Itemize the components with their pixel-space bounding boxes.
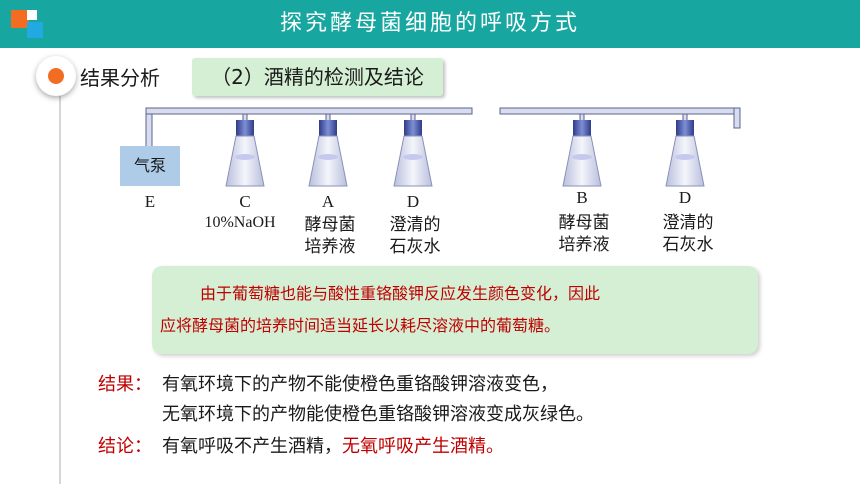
note-line-1: 由于葡萄糖也能与酸性重铬酸钾反应发生颜色变化，因此 — [200, 284, 601, 303]
conclusion-aerobic: 有氧呼吸不产生酒精， — [162, 436, 342, 457]
result-line-1: 有氧环境下的产物不能使橙色重铬酸钾溶液变色， — [162, 374, 558, 395]
section-bullet-dot — [48, 68, 64, 84]
header-bar — [0, 0, 860, 48]
letter-b: B — [576, 188, 588, 207]
result-line-2: 无氧环境下的产物能使橙色重铬酸钾溶液变成灰绿色。 — [162, 404, 594, 425]
logo-square-blue — [27, 22, 43, 38]
caption-b-line2: 培养液 — [558, 235, 610, 255]
flask-d-left — [393, 113, 433, 187]
subtitle-box — [192, 58, 443, 96]
logo-square-white — [27, 10, 37, 20]
caption-a: 酵母菌 培养液 — [270, 214, 390, 258]
letter-d-left: D — [406, 192, 420, 211]
flask-a — [308, 113, 348, 187]
caption-d-right-line2: 石灰水 — [662, 235, 714, 255]
caption-a-line2: 培养液 — [304, 237, 356, 257]
caption-d-right-line1: 澄清的 — [662, 213, 714, 233]
flask-d-right — [665, 113, 705, 187]
note-box — [152, 266, 758, 354]
pipe-right-system — [499, 107, 741, 129]
note-text: 由于葡萄糖也能与酸性重铬酸钾反应发生颜色变化，因此 应将酵母菌的培养时间适当延长… — [160, 278, 750, 342]
letter-d-right: D — [678, 188, 692, 207]
caption-d-left-line2: 石灰水 — [389, 237, 441, 257]
conclusion-label: 结论： — [98, 436, 152, 457]
subtitle: （2）酒精的检测及结论 — [211, 65, 424, 89]
conclusion-anaerobic: 无氧呼吸产生酒精。 — [342, 436, 504, 457]
flask-b — [562, 113, 602, 187]
logo-square-orange — [11, 10, 29, 28]
letter-c: C — [239, 192, 251, 211]
letter-e: E — [144, 192, 156, 211]
naoh-label: 10%NaOH — [204, 214, 276, 231]
caption-d-right: 澄清的 石灰水 — [628, 212, 748, 256]
conclusion-text: 有氧呼吸不产生酒精，无氧呼吸产生酒精。 — [162, 432, 504, 458]
caption-b: 酵母菌 培养液 — [524, 212, 644, 256]
air-pump — [120, 146, 180, 186]
caption-a-line1: 酵母菌 — [304, 215, 356, 235]
pipe-left-system — [145, 107, 473, 149]
caption-d-left: 澄清的 石灰水 — [355, 214, 475, 258]
section-label: 结果分析 — [80, 66, 160, 90]
flask-c — [225, 113, 265, 187]
caption-d-left-line1: 澄清的 — [389, 215, 441, 235]
left-divider — [59, 96, 61, 484]
pump-label: 气泵 — [133, 156, 166, 175]
page-title: 探究酵母菌细胞的呼吸方式 — [279, 11, 580, 36]
note-line-2: 应将酵母菌的培养时间适当延长以耗尽溶液中的葡萄糖。 — [160, 316, 561, 335]
result-label: 结果： — [98, 374, 152, 395]
letter-a: A — [321, 192, 335, 211]
caption-b-line1: 酵母菌 — [558, 213, 610, 233]
